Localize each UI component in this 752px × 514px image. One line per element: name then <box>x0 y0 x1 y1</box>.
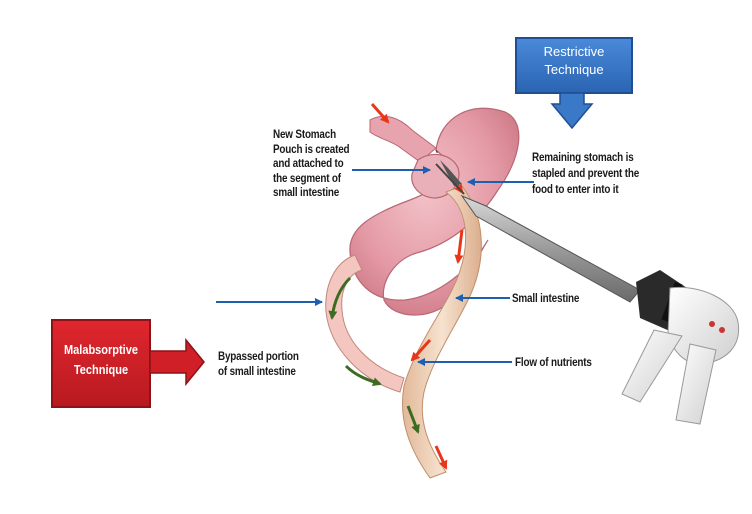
label-bypassed-portion: Bypassed portion of small intestine <box>218 350 299 379</box>
label-remaining-line: food to enter into it <box>532 184 619 196</box>
restrictive-technique-title: Restrictive Technique <box>516 44 632 78</box>
label-new-stomach-pouch: New Stomach Pouch is created and attache… <box>273 128 350 201</box>
label-new-pouch-line: Pouch is created <box>273 143 350 156</box>
restrictive-line1: Restrictive <box>543 44 605 59</box>
label-new-pouch-line: small intestine <box>273 187 340 199</box>
laparoscopic-stapler-icon <box>435 160 740 425</box>
bypassed-limb-intestine <box>325 254 405 393</box>
label-bypassed-line: Bypassed portion <box>218 351 299 363</box>
label-flow-of-nutrients: Flow of nutrients <box>515 357 592 369</box>
restrictive-line2: Technique <box>544 62 604 77</box>
label-remaining-line: Remaining stomach is <box>532 152 634 164</box>
malabsorptive-line2: Technique <box>73 363 129 377</box>
label-small-intestine: Small intestine <box>512 293 580 305</box>
restrictive-technique-box <box>515 37 633 130</box>
label-new-pouch-line: and attached to <box>273 158 344 170</box>
pointer-lines <box>216 166 534 366</box>
roux-limb-intestine <box>401 185 482 479</box>
malabsorptive-technique-title: Malabsorptive Technique <box>58 342 144 378</box>
label-remaining-stomach: Remaining stomach is stapled and prevent… <box>532 150 639 198</box>
label-bypassed-line: of small intestine <box>218 365 296 378</box>
esophagus <box>369 115 437 163</box>
label-remaining-line: stapled and prevent the <box>532 168 640 180</box>
label-new-pouch-line: the segment of <box>273 172 341 185</box>
label-new-pouch-line: New Stomach <box>273 129 336 141</box>
malabsorptive-technique-box <box>51 319 205 408</box>
malabsorptive-line1: Malabsorptive <box>64 343 138 357</box>
bypass-flow-arrows <box>328 276 420 434</box>
malabsorptive-right-arrow-icon <box>149 337 205 387</box>
restrictive-down-arrow-icon <box>550 92 594 130</box>
